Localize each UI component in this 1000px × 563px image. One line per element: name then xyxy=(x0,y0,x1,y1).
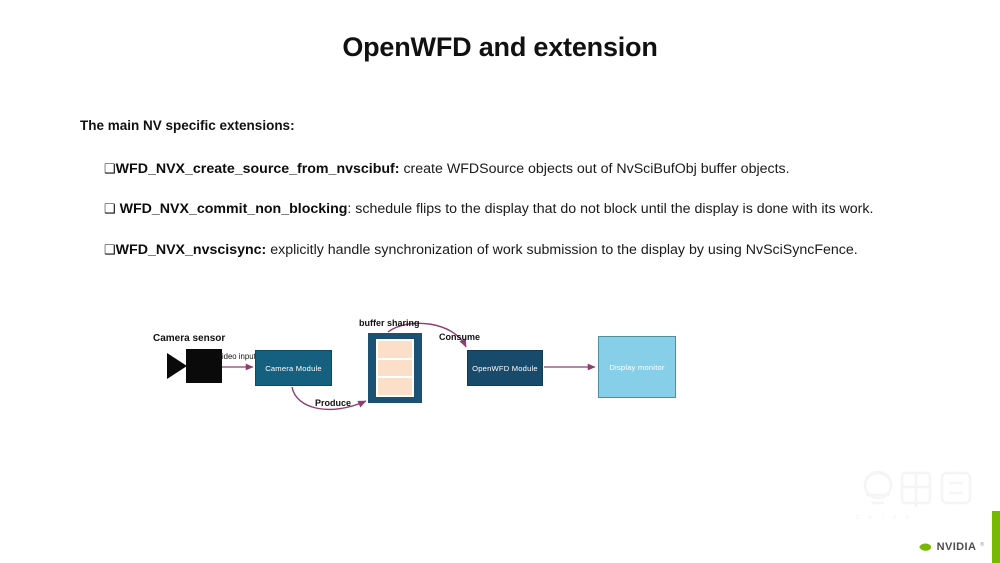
bullet-term: WFD_NVX_create_source_from_nvscibuf: xyxy=(115,161,400,177)
zhidx-watermark: z h i d x xyxy=(852,455,982,533)
nvidia-eye-icon xyxy=(918,543,931,551)
pipeline-diagram: Camera sensor video input Camera Module … xyxy=(140,305,720,425)
buffer-inner xyxy=(376,339,414,397)
buffer-slot xyxy=(378,378,412,395)
page-title: OpenWFD and extension xyxy=(342,32,658,62)
nvidia-trademark: ® xyxy=(980,542,984,548)
buffer-slot xyxy=(378,341,412,358)
consume-label: Consume xyxy=(439,332,481,342)
produce-label: Produce xyxy=(315,398,352,408)
nvidia-wordmark: NVIDIA xyxy=(936,541,977,553)
nvidia-logo: NVIDIA ® xyxy=(918,541,984,553)
buffer-stack xyxy=(368,333,422,403)
display-monitor-box[interactable]: Display monitor xyxy=(598,336,676,398)
square-bullet-icon: ❑ xyxy=(104,201,116,217)
accent-bar xyxy=(992,511,1000,563)
buffer-slot xyxy=(378,359,412,377)
watermark-caption: z h i d x xyxy=(856,515,913,521)
list-item: ❑ WFD_NVX_commit_non_blocking: schedule … xyxy=(104,201,964,219)
list-item: ❑WFD_NVX_create_source_from_nvscibuf: cr… xyxy=(104,161,964,179)
diagram-arrows xyxy=(222,322,596,411)
bullet-description: create WFDSource objects out of NvSciBuf… xyxy=(399,161,790,177)
bullet-list: ❑WFD_NVX_create_source_from_nvscibuf: cr… xyxy=(104,161,964,282)
square-bullet-icon: ❑ xyxy=(104,241,116,257)
camera-module-box[interactable]: Camera Module xyxy=(255,350,332,386)
buffer-sharing-label: buffer sharing xyxy=(359,318,420,328)
bullet-description: explicitly handle synchronization of wor… xyxy=(266,241,858,258)
camera-body-shape xyxy=(186,349,222,383)
camera-icon xyxy=(167,347,222,385)
list-item: ❑WFD_NVX_nvscisync: explicitly handle sy… xyxy=(104,242,964,260)
lead-text: The main NV specific extensions: xyxy=(80,118,295,133)
watermark-glyphs xyxy=(863,470,972,507)
camera-sensor-label: Camera sensor xyxy=(153,333,226,344)
bullet-term: WFD_NVX_nvscisync: xyxy=(115,241,267,258)
bullet-description: : schedule flips to the display that do … xyxy=(347,201,874,218)
video-input-label: video input xyxy=(218,352,256,361)
openwfd-module-box[interactable]: OpenWFD Module xyxy=(467,350,543,386)
bullet-term: WFD_NVX_commit_non_blocking xyxy=(115,201,348,218)
square-bullet-icon: ❑ xyxy=(104,161,116,176)
camera-lens-shape xyxy=(167,353,187,379)
